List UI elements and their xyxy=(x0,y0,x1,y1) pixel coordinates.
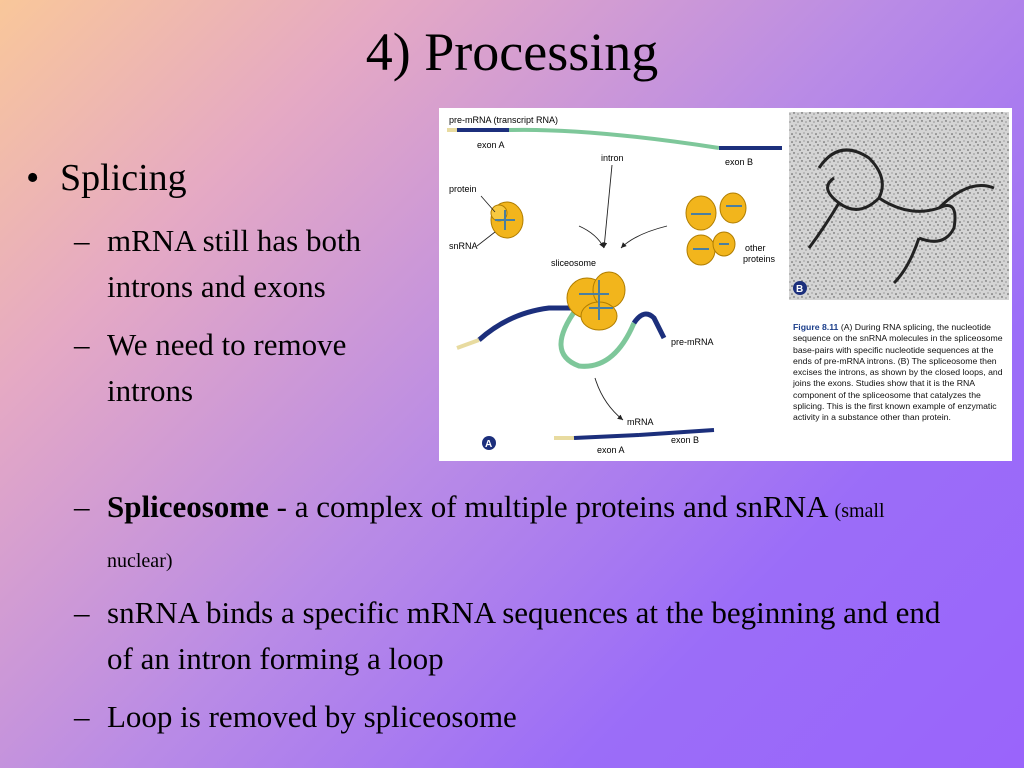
sub-bullet-text: mRNA still has both introns and exons xyxy=(107,223,362,304)
label-exon-a: exon A xyxy=(477,140,505,150)
label-sliceosome: sliceosome xyxy=(551,258,596,268)
label-pre-mrna-2: pre-mRNA xyxy=(671,337,714,347)
label-other: other xyxy=(745,243,766,253)
label-mrna: mRNA xyxy=(627,417,654,427)
sub-bullet-text: We need to remove introns xyxy=(107,327,347,408)
label-protein: protein xyxy=(449,184,477,194)
dash-marker: – xyxy=(74,699,90,734)
intron-strand xyxy=(508,127,720,150)
sub-bullet-spliceosome: – Spliceosome - a complex of multiple pr… xyxy=(74,484,954,584)
spliceosome-term: Spliceosome xyxy=(107,489,269,524)
panel-a-label: A xyxy=(485,439,492,450)
arrow-down xyxy=(594,377,624,421)
arrow-left xyxy=(578,225,605,249)
slide-title: 4) Processing xyxy=(365,22,659,82)
label-exon-a-2: exon A xyxy=(597,445,625,455)
micrograph-loops xyxy=(807,148,995,285)
dash-marker: – xyxy=(74,223,90,258)
figure-caption: Figure 8.11 (A) During RNA splicing, the… xyxy=(793,322,1005,424)
spliceosome-exon-b xyxy=(631,311,667,340)
sub-bullet-snrna-binds: – snRNA binds a specific mRNA sequences … xyxy=(74,590,954,682)
dash-marker: – xyxy=(74,327,90,362)
label-exon-b-2: exon B xyxy=(671,435,699,445)
splicing-figure: pre-mRNA (transcript RNA) exon A intron … xyxy=(439,108,1012,461)
spliceosome-intron-loop xyxy=(558,306,637,369)
spliceosome-cap xyxy=(456,338,480,350)
label-intron: intron xyxy=(601,153,624,163)
label-snrna: snRNA xyxy=(449,241,478,251)
spliceosome-complex xyxy=(566,271,626,331)
protein-complex-right-top xyxy=(685,192,747,231)
splicing-diagram: pre-mRNA (transcript RNA) exon A intron … xyxy=(447,112,1009,455)
bullet-splicing: • Splicing xyxy=(26,156,187,200)
label-proteins: proteins xyxy=(743,254,776,264)
dash-marker: – xyxy=(74,595,90,630)
arrow-center xyxy=(601,164,613,249)
small-nuclear-note: (small nuclear) xyxy=(107,500,885,572)
snrna-pointer xyxy=(476,231,496,247)
label-pre-mrna: pre-mRNA (transcript RNA) xyxy=(449,115,558,125)
sub-bullet-text: snRNA binds a specific mRNA sequences at… xyxy=(107,595,941,676)
protein-complex-right-bottom xyxy=(686,231,736,266)
sub-bullet-remove-introns: – We need to remove introns xyxy=(74,322,434,414)
dash-marker: – xyxy=(74,489,90,524)
bullet-text: Splicing xyxy=(60,157,187,199)
mrna-exon-b xyxy=(638,428,715,437)
spliceosome-exon-a xyxy=(477,305,577,342)
electron-micrograph xyxy=(789,112,1009,300)
caption-text: (A) During RNA splicing, the nucleotide … xyxy=(793,322,1003,423)
spliceosome-definition: - a complex of multiple proteins and snR… xyxy=(268,489,835,524)
panel-b-badge xyxy=(793,281,807,295)
sub-bullet-loop-removed: – Loop is removed by spliceosome xyxy=(74,694,954,740)
bullet-marker: • xyxy=(26,157,40,199)
arrow-right xyxy=(620,225,668,249)
sub-bullet-text: Loop is removed by spliceosome xyxy=(107,699,517,734)
caption-figure-number: Figure 8.11 xyxy=(793,322,839,332)
mrna-exon-a xyxy=(573,433,640,440)
protein-pointer xyxy=(480,195,496,213)
protein-complex-left xyxy=(490,201,524,239)
sub-bullet-introns-exons: – mRNA still has both introns and exons xyxy=(74,218,434,310)
panel-a-badge xyxy=(482,436,496,450)
label-exon-b: exon B xyxy=(725,157,753,167)
panel-b-label: B xyxy=(796,284,803,295)
